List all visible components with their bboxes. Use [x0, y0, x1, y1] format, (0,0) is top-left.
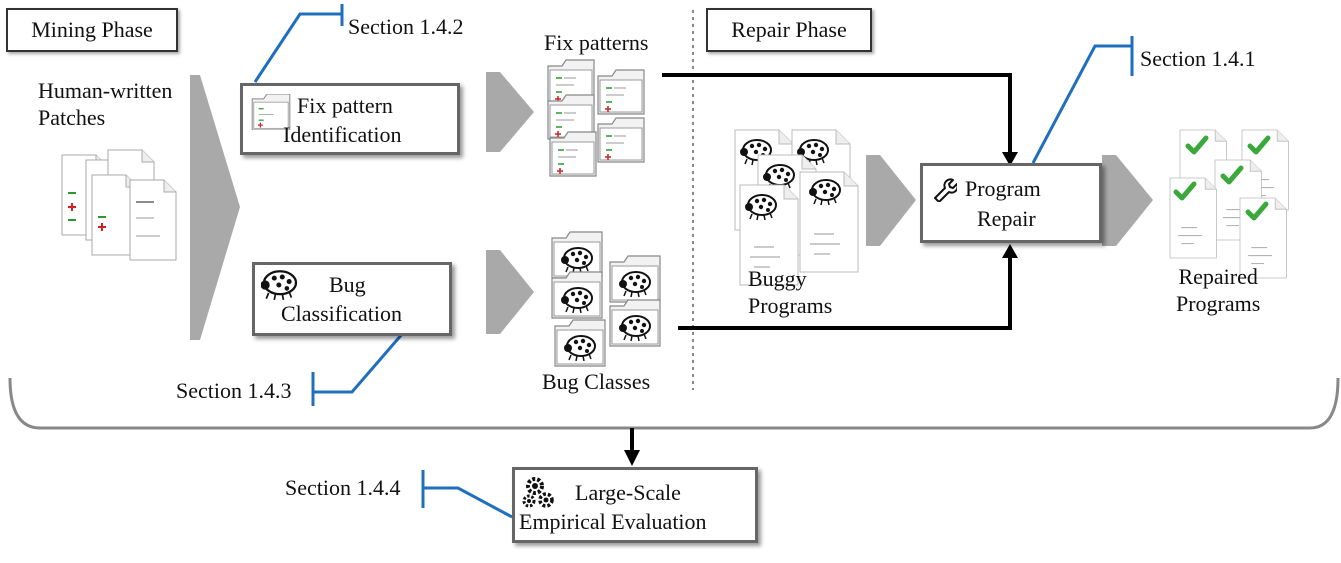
wrench-icon — [934, 178, 957, 202]
bug-classification-line2: Classification — [281, 301, 402, 326]
ref-line-1-4-2 — [253, 4, 344, 83]
ref-line-1-4-4 — [421, 470, 513, 519]
section-ref-1-4-3[interactable]: Section 1.4.3 — [176, 378, 292, 403]
evaluation-arrow — [624, 450, 640, 466]
evaluation-line1: Large-Scale — [575, 480, 681, 505]
patches-label: Human-written Patches — [38, 77, 172, 131]
repair-phase-text: Repair Phase — [731, 17, 847, 42]
buggy-line1: Buggy — [748, 266, 807, 291]
fix-identification-line2: Identification — [283, 122, 402, 147]
repaired-line1: Repaired — [1178, 264, 1258, 289]
repair-phase-label: Repair Phase — [706, 8, 872, 52]
ref-line-1-4-1 — [1031, 36, 1134, 164]
repaired-line2: Programs — [1176, 291, 1261, 316]
ref-line-1-4-3 — [311, 332, 405, 406]
connector-fix-patterns — [662, 73, 1012, 155]
buggy-documents — [734, 129, 859, 286]
evaluation-line2: Empirical Evaluation — [519, 509, 707, 534]
patches-label-line1: Human-written — [38, 78, 173, 103]
repaired-programs-label: Repaired Programs — [1176, 263, 1260, 317]
buggy-line2: Programs — [748, 293, 833, 318]
empirical-evaluation-box[interactable]: Large-Scale Empirical Evaluation — [512, 467, 758, 543]
mining-phase-text: Mining Phase — [31, 17, 153, 42]
fix-pattern-identification-box[interactable]: Fix pattern Identification — [240, 83, 460, 155]
mining-phase-label: Mining Phase — [6, 8, 178, 52]
gears-icon — [522, 477, 554, 508]
flow-arrow-bug — [486, 250, 534, 334]
bug-classification-line1: Bug — [329, 272, 366, 297]
patches-label-line2: Patches — [38, 105, 106, 130]
section-ref-1-4-1[interactable]: Section 1.4.1 — [1140, 46, 1256, 71]
flow-arrow-repaired — [1102, 155, 1153, 246]
program-repair-box[interactable]: Program Repair — [920, 163, 1102, 243]
bug-class-folders — [552, 232, 660, 366]
buggy-programs-label: Buggy Programs — [748, 265, 832, 319]
fix-pattern-folders — [547, 59, 645, 177]
fix-patterns-label: Fix patterns — [544, 30, 649, 55]
section-ref-1-4-2[interactable]: Section 1.4.2 — [348, 14, 464, 39]
section-ref-1-4-4[interactable]: Section 1.4.4 — [285, 475, 401, 500]
fix-identification-line1: Fix pattern — [297, 93, 393, 118]
flow-arrow-buggy — [866, 155, 916, 246]
folder-icon — [251, 94, 291, 130]
flow-arrow-fix — [486, 72, 534, 152]
program-repair-line2: Repair — [977, 206, 1036, 231]
connector-bug-classes — [678, 254, 1012, 330]
repaired-documents — [1169, 129, 1289, 279]
program-repair-line1: Program — [965, 176, 1041, 201]
bug-classes-label: Bug Classes — [542, 369, 651, 394]
flow-arrow-patches — [190, 75, 240, 340]
patches-icon-group — [61, 149, 177, 261]
bug-classification-box[interactable]: Bug Classification — [252, 262, 452, 336]
ladybug-icon — [261, 270, 298, 301]
